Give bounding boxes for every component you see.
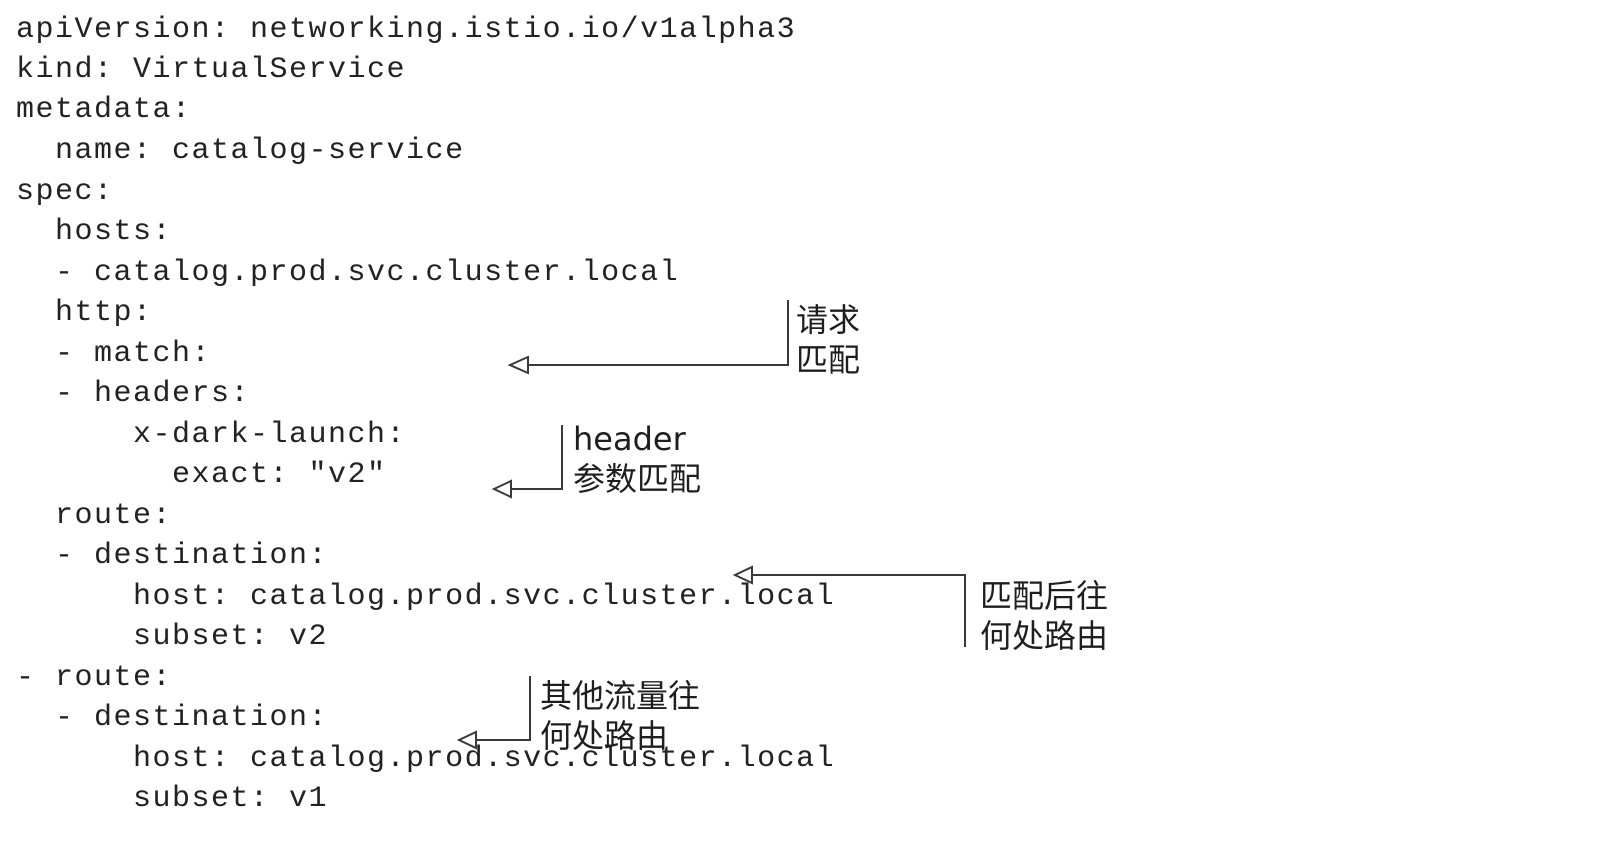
other-route-connector <box>476 676 531 741</box>
matched-route-annotation-line2: 何处路由 <box>980 617 1109 655</box>
header-match-annotation-line2: 参数匹配 <box>573 460 702 498</box>
code-line-spec: spec: <box>16 175 114 209</box>
matched-route-annotation: 匹配后往 何处路由 <box>980 576 1108 656</box>
code-line-host-v2: host: catalog.prod.svc.cluster.local <box>16 580 836 614</box>
code-line-x-dark-launch: x-dark-launch: <box>16 418 407 452</box>
matched-route-connector <box>752 574 966 647</box>
code-line-name: name: catalog-service <box>16 134 465 168</box>
code-line-kind: kind: VirtualService <box>16 53 407 87</box>
code-line-hosts-entry: - catalog.prod.svc.cluster.local <box>16 256 680 290</box>
request-match-arrowhead <box>507 355 529 375</box>
code-line-default-destination: - destination: <box>16 701 329 735</box>
request-match-annotation-line1: 请求 <box>796 301 861 339</box>
code-line-host-v1: host: catalog.prod.svc.cluster.local <box>16 742 836 776</box>
code-line-route: route: <box>16 499 173 533</box>
other-route-annotation-line2: 何处路由 <box>540 717 669 755</box>
request-match-annotation-line2: 匹配 <box>796 341 861 379</box>
matched-route-arrowhead <box>732 565 753 585</box>
code-line-apiversion: apiVersion: networking.istio.io/v1alpha3 <box>16 13 797 47</box>
other-route-annotation-line1: 其他流量往 <box>540 677 701 715</box>
code-line-subset-v1: subset: v1 <box>16 782 329 816</box>
code-line-metadata: metadata: <box>16 93 192 127</box>
code-line-match: - match: <box>16 337 212 371</box>
header-match-connector <box>511 425 563 490</box>
request-match-annotation: 请求 匹配 <box>796 300 860 380</box>
code-line-exact: exact: "v2" <box>16 458 387 492</box>
code-line-http: http: <box>16 296 153 330</box>
other-route-annotation: 其他流量往 何处路由 <box>540 676 700 756</box>
header-match-annotation-line1: header <box>573 420 686 458</box>
other-route-arrowhead <box>456 730 477 750</box>
header-match-arrowhead <box>491 479 512 499</box>
matched-route-annotation-line1: 匹配后往 <box>980 577 1109 615</box>
code-line-destination: - destination: <box>16 539 329 573</box>
header-match-annotation: header 参数匹配 <box>573 419 701 499</box>
code-line-default-route: - route: <box>16 661 173 695</box>
code-line-hosts: hosts: <box>16 215 173 249</box>
code-line-subset-v2: subset: v2 <box>16 620 329 654</box>
request-match-connector <box>528 300 789 366</box>
code-line-headers: - headers: <box>16 377 251 411</box>
